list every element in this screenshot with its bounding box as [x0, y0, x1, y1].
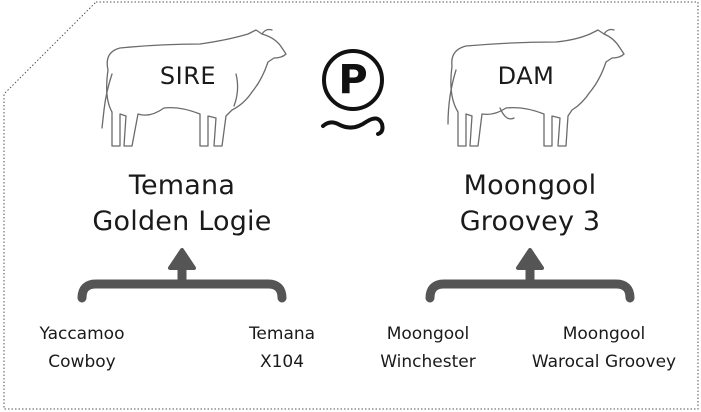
dam-ancestor-1-line2: Winchester [380, 352, 476, 372]
sire-ancestor-1-line2: Cowboy [48, 352, 116, 372]
cow-outline-icon [447, 28, 625, 147]
dam-ancestor-2-line2: Warocal Groovey [531, 352, 677, 372]
polled-logo-letter: P [338, 57, 368, 103]
dam-label: DAM [497, 62, 555, 90]
sire-ancestor-1-line1: Yaccamoo [39, 324, 125, 344]
sire-ancestor-bracket [77, 248, 287, 303]
sire-name-line2: Golden Logie [92, 206, 272, 237]
polled-logo-icon [321, 49, 385, 136]
sire-ancestor-2-line2: X104 [259, 352, 305, 372]
dam-name-line1: Moongool [463, 170, 597, 201]
dam-ancestor-bracket [425, 248, 635, 303]
dam-ancestor-2-line1: Moongool [562, 324, 646, 344]
sire-label: SIRE [159, 62, 217, 90]
sire-name-line1: Temana [128, 170, 236, 201]
dam-ancestor-1-line1: Moongool [386, 324, 470, 344]
dotted-frame [3, 1, 699, 410]
sire-ancestor-2-line1: Temana [248, 324, 316, 344]
bull-outline-icon [101, 28, 287, 147]
dam-name-line2: Groovey 3 [459, 206, 601, 237]
